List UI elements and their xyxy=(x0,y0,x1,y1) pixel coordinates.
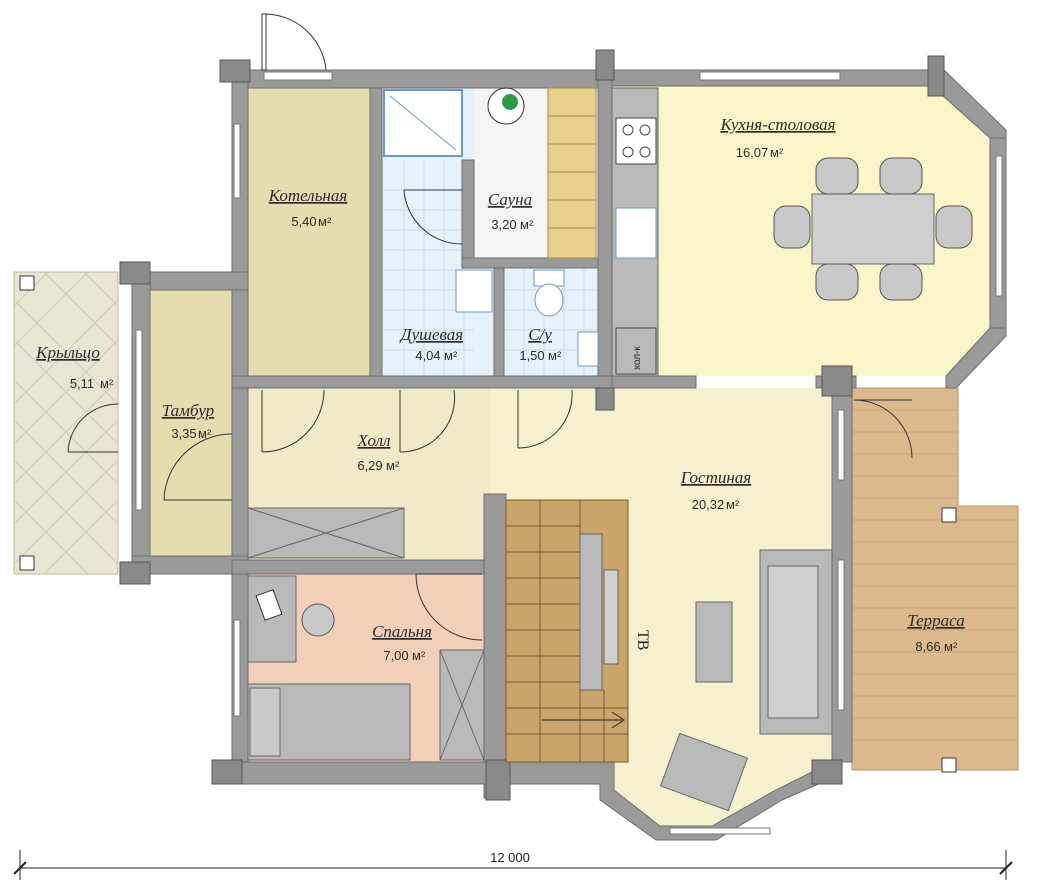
dimension-line: 12 000 xyxy=(13,850,1013,880)
office-chair xyxy=(301,603,335,637)
svg-text:м²: м² xyxy=(520,217,534,232)
sauna-bench xyxy=(547,87,597,259)
room-name-vestibule: Тамбур xyxy=(162,401,214,420)
room-area-wc: 1,50 xyxy=(519,348,544,363)
svg-text:м²: м² xyxy=(386,458,400,473)
corner-posts xyxy=(119,49,945,801)
stove xyxy=(615,117,657,165)
sauna-door xyxy=(403,189,463,245)
wc-door xyxy=(517,389,573,449)
wall-boiler-shower xyxy=(369,87,383,389)
vestibule-floor xyxy=(150,290,232,556)
tv-label: ТВ xyxy=(634,630,651,650)
room-name-sauna: Сауна xyxy=(488,190,532,209)
dimension-label: 12 000 xyxy=(490,850,530,865)
room-area-shower: 4,04 xyxy=(415,348,440,363)
porch-door xyxy=(67,403,119,453)
wall-sauna-bottom xyxy=(461,257,609,269)
dining-table xyxy=(811,193,935,265)
fridge xyxy=(615,327,657,375)
svg-text:м²: м² xyxy=(412,648,426,663)
room-name-living: Гостиная xyxy=(680,468,752,487)
boiler-door xyxy=(261,389,325,453)
room-area-vestibule: 3,35 xyxy=(171,426,196,441)
entry-door xyxy=(263,13,327,71)
room-area-hall: 6,29 xyxy=(357,458,382,473)
wc-sink xyxy=(577,331,599,367)
wall-living-top xyxy=(611,375,697,389)
terrace-boards xyxy=(852,409,1018,741)
walls xyxy=(131,69,1007,841)
pillars xyxy=(19,275,957,773)
wall-bedroom-right xyxy=(483,493,507,799)
room-name-wc: С/у xyxy=(528,325,552,344)
svg-text:м²: м² xyxy=(444,348,458,363)
desk xyxy=(247,575,297,663)
room-name-bedroom: Спальня xyxy=(372,622,432,641)
room-name-shower: Душевая xyxy=(399,325,464,344)
room-name-terrace: Терраса xyxy=(907,611,965,630)
room-area-kitchen: 16,07 xyxy=(736,145,769,160)
room-labels: Крыльцо 5,11 Тамбур 3,35 Котельная 5,40 … xyxy=(35,115,965,663)
svg-text:м²: м² xyxy=(944,639,958,654)
porch-tiles xyxy=(13,271,119,575)
svg-text:м²: м² xyxy=(100,376,114,391)
area-units: м² м² м² м² м² м² м² м² м² м² м² xyxy=(100,145,958,663)
room-area-living: 20,32 xyxy=(692,497,725,512)
armchair xyxy=(659,732,749,812)
windows xyxy=(135,71,1003,835)
terrace-door xyxy=(853,399,913,459)
room-area-boiler: 5,40 xyxy=(291,214,316,229)
wall-bedroom-top xyxy=(231,559,497,575)
wall-wc-kitchen xyxy=(597,69,613,409)
doors xyxy=(67,13,913,641)
svg-text:м²: м² xyxy=(318,214,332,229)
furniture: хол-к ТВ xyxy=(19,87,973,812)
room-name-boiler: Котельная xyxy=(268,186,348,205)
tv-stand xyxy=(603,569,619,665)
fridge-label: хол-к xyxy=(632,346,643,370)
porch-floor xyxy=(13,271,119,575)
wall-sauna-left xyxy=(461,159,475,261)
wall-bottom-left xyxy=(211,761,507,785)
dining-chairs xyxy=(773,157,973,301)
room-name-hall: Холл xyxy=(357,431,391,450)
shower-sink xyxy=(455,269,493,313)
svg-text:м²: м² xyxy=(770,145,784,160)
svg-text:м²: м² xyxy=(726,497,740,512)
vestibule-door xyxy=(163,433,233,501)
boiler-room-floor xyxy=(248,88,370,376)
coffee-table xyxy=(695,601,733,683)
room-name-kitchen: Кухня-столовая xyxy=(719,115,835,134)
room-area-bedroom: 7,00 xyxy=(383,648,408,663)
bedroom-door xyxy=(415,573,483,641)
room-area-terrace: 8,66 xyxy=(915,639,940,654)
stair-rail xyxy=(579,533,603,691)
room-name-porch: Крыльцо xyxy=(35,343,100,362)
wall-wc-left xyxy=(493,267,505,389)
wall-kitchen-bay-bottom xyxy=(945,327,1007,389)
shower-door xyxy=(399,389,456,453)
svg-text:м²: м² xyxy=(198,426,212,441)
kitchen-sink xyxy=(615,207,657,259)
wall-hall-top xyxy=(231,375,613,389)
svg-text:м²: м² xyxy=(548,348,562,363)
room-area-sauna: 3,20 xyxy=(491,217,516,232)
terrace-floor xyxy=(851,387,1019,771)
room-area-porch: 5,11 xyxy=(70,376,94,391)
